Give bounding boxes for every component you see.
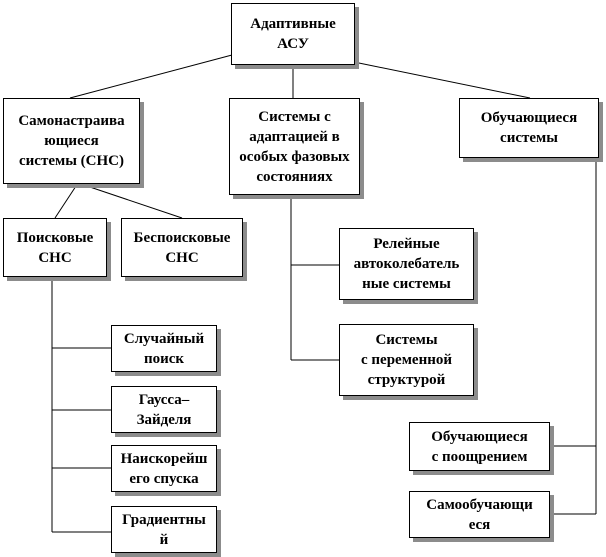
root-label: Адаптивные АСУ (250, 16, 336, 52)
phase-system-relay: Релейные автоколебатель ные системы (339, 228, 474, 300)
search-method-label-random: Случайный поиск (123, 330, 205, 367)
connector-root-to-sns (69, 54, 233, 99)
sns-label-search: Поисковые СНС (16, 229, 94, 266)
search-method-label-gauss-seidel: Гаусса– Зайделя (136, 391, 192, 428)
learning-system-self-learning: Самообучающи еся (409, 491, 550, 538)
root-node: Адаптивные АСУ (231, 3, 355, 65)
search-method-gauss-seidel: Гаусса– Зайделя (111, 386, 217, 433)
branch-node-learning: Обучающиеся системы (459, 98, 599, 158)
sns-node-search: Поисковые СНС (3, 218, 107, 277)
branch-node-self-tuning: Самонастраива ющиеся системы (СНС) (3, 98, 140, 184)
connector-root-to-learning (353, 61, 531, 99)
branch-label-self-tuning: Самонастраива ющиеся системы (СНС) (18, 113, 125, 169)
sns-label-nonsearch: Беспоисковые СНС (133, 229, 231, 266)
connector-sns-to-nonsearch (77, 182, 183, 219)
search-method-label-gradient: Градиентны й (122, 511, 206, 548)
phase-system-label-variable-structure: Системы с переменной структурой (360, 332, 452, 388)
learning-system-label-self-learning: Самообучающи еся (426, 496, 533, 533)
learning-system-reward: Обучающиеся с поощрением (409, 422, 550, 471)
search-method-label-steepest-descent: Наискорейш его спуска (120, 450, 208, 487)
branch-label-learning: Обучающиеся системы (480, 110, 578, 146)
search-method-gradient: Градиентны й (111, 506, 217, 553)
branch-label-phase-states: Системы с адаптацией в особых фазовых со… (239, 108, 350, 185)
phase-system-label-relay: Релейные автоколебатель ные системы (353, 236, 460, 292)
search-method-random: Случайный поиск (111, 325, 217, 372)
sns-node-nonsearch: Беспоисковые СНС (121, 218, 243, 277)
search-method-steepest-descent: Наискорейш его спуска (111, 445, 217, 492)
learning-system-label-reward: Обучающиеся с поощрением (431, 428, 528, 465)
connector-sns-to-search (54, 182, 79, 219)
branch-node-phase-states: Системы с адаптацией в особых фазовых со… (229, 98, 360, 195)
phase-system-variable-structure: Системы с переменной структурой (339, 324, 474, 396)
